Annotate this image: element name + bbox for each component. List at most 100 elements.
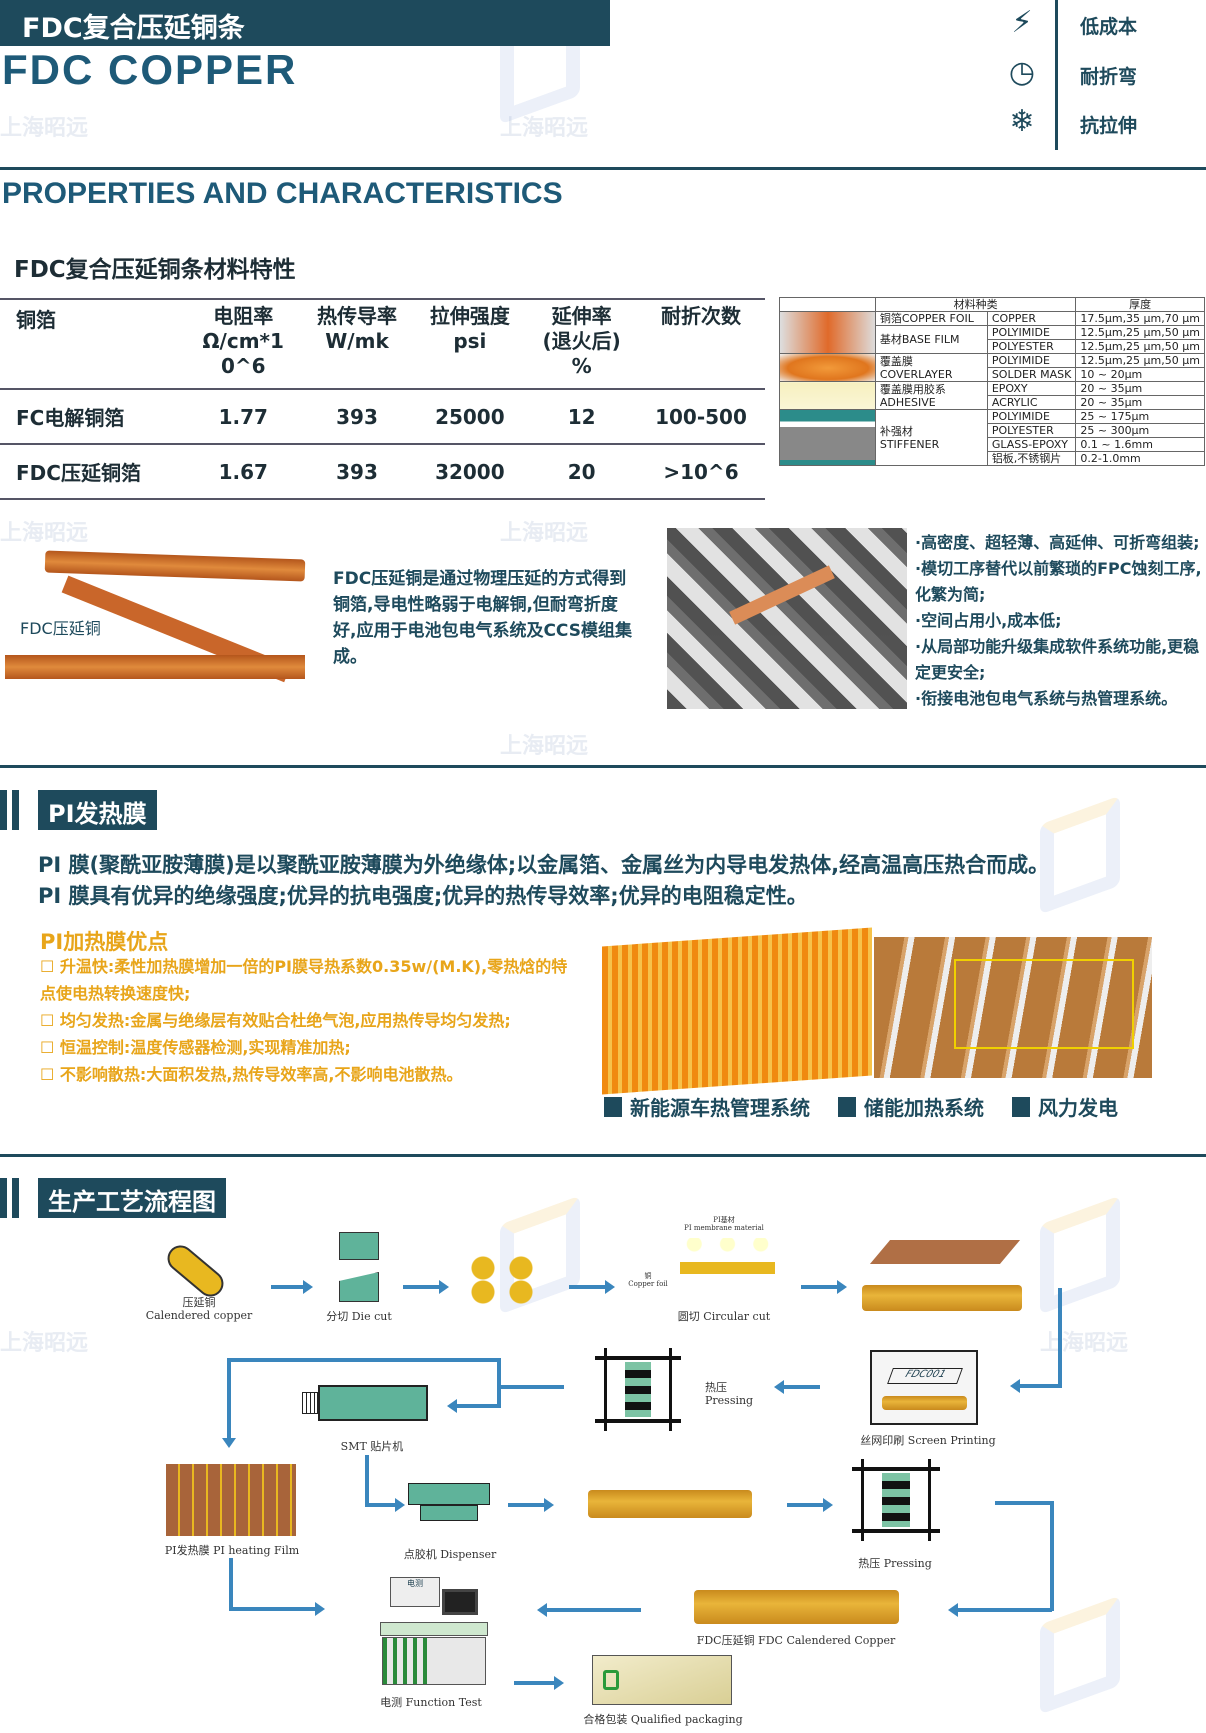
advantage-item: ☐ 均匀发热:金属与绝缘层有效贴合杜绝气泡,应用热传导均匀发热;: [40, 1011, 511, 1030]
clock-bend-icon: ◷: [1008, 55, 1036, 90]
thickness: 12.5μm,25 μm,50 μm: [1075, 353, 1205, 368]
copper-roll-icon: [162, 1240, 229, 1302]
step-label: 圆切 Circular cut: [677, 1310, 771, 1323]
material-name: 覆盖膜 COVERLAYER: [874, 353, 988, 382]
table-cell: 12: [567, 404, 596, 429]
feature-label: 抗拉伸: [1080, 115, 1138, 137]
thickness: 20 ~ 35μm: [1075, 395, 1205, 410]
arrow-right-icon: [514, 1676, 564, 1690]
section-title: PI发热膜: [38, 790, 157, 830]
coverlayer-roll-image: [779, 353, 876, 382]
table-cell: 393: [336, 459, 378, 484]
thickness: 17.5μm,35 μm,70 μm: [1075, 311, 1205, 326]
thickness: 0.2-1.0mm: [1075, 451, 1205, 466]
connector-line: [229, 1558, 233, 1610]
title-en: FDC COPPER: [2, 46, 298, 93]
pi-heating-film-icon: [166, 1464, 296, 1536]
divider: [0, 1154, 1206, 1157]
material-type: 铝板,不锈钢片: [986, 451, 1077, 466]
advantages-list: ☐ 升温快:柔性加热膜增加一倍的PI膜导热系数0.35w/(M.K),零热焓的特…: [40, 953, 580, 1088]
table-row: FDC压延铜箔 1.67 393 32000 20 >10^6: [0, 444, 765, 499]
pi-heating-film-image: [602, 927, 872, 1095]
step-label: 分切 Die cut: [326, 1310, 392, 1323]
material-type: POLYESTER: [986, 339, 1077, 354]
step-label: SMT 贴片机: [340, 1440, 404, 1453]
step-label: 点胶机 Dispenser: [403, 1548, 497, 1561]
material-type: POLYESTER: [986, 423, 1077, 438]
table-cell: >10^6: [663, 459, 739, 484]
fdc-flex-cable-image: [5, 550, 306, 685]
press-icon: [852, 1459, 940, 1541]
bullet-item: ·衔接电池包电气系统与热管理系统。: [915, 689, 1178, 708]
section-header: 生产工艺流程图: [0, 1178, 226, 1218]
arrow-left-icon: [537, 1603, 641, 1617]
section-title: 生产工艺流程图: [38, 1178, 226, 1218]
watermark-text: 上海昭远: [0, 1331, 89, 1356]
description-line: PI 膜具有优异的绝缘强度;优异的抗电强度;优异的热传导效率;优异的电阻稳定性。: [38, 884, 808, 908]
column-header: 厚度: [1075, 297, 1205, 312]
advantages-title: PI加热膜优点: [40, 930, 169, 954]
function-test-machine-icon: 电测: [380, 1577, 488, 1687]
thickness: 12.5μm,25 μm,50 μm: [1075, 325, 1205, 340]
description-line: PI 膜(聚酰亚胺薄膜)是以聚酰亚胺薄膜为外绝缘体;以金属箔、金属丝为内导电发热…: [38, 853, 1050, 877]
thickness: 20 ~ 35μm: [1075, 381, 1205, 396]
table-cell: 25000: [435, 404, 505, 429]
arrow-right-icon: [403, 1280, 449, 1294]
intro-bullets: ·高密度、超轻薄、高延伸、可折弯组装; ·模切工序替代以前繁琐的FPC蚀刻工序,…: [915, 530, 1205, 712]
column-header: 铜箔: [16, 308, 56, 332]
press-icon: [595, 1348, 681, 1431]
watermark-text: 上海昭远: [500, 116, 589, 141]
legend-item: 储能加热系统: [838, 1092, 984, 1121]
bullet-item: ·高密度、超轻薄、高延伸、可折弯组装;: [915, 533, 1200, 552]
table-cell: 1.67: [218, 459, 268, 484]
thickness: 10 ~ 20μm: [1075, 367, 1205, 382]
step-label: 热压 Pressing: [858, 1557, 932, 1570]
copper-sheet-icon: [869, 1240, 1021, 1264]
material-name: 基材BASE FILM: [874, 325, 988, 354]
divider: [0, 765, 1206, 768]
arrow-right-icon: [271, 1280, 313, 1294]
column-header: 材料种类: [874, 297, 1077, 312]
machine-label: 电测: [390, 1577, 440, 1607]
material-type: ACRYLIC: [986, 395, 1077, 410]
smt-machine-icon: [318, 1385, 428, 1421]
table-cell: FC电解铜箔: [16, 406, 125, 430]
table-header-row: 铜箔 电阻率 Ω/cm*1 0^6 热传导率 W/mk 拉伸强度 psi 延伸率…: [0, 299, 765, 389]
title-banner: FDC复合压延铜条: [0, 0, 610, 46]
watermark-text: 上海昭远: [0, 521, 89, 546]
thickness: 25 ~ 300μm: [1075, 423, 1205, 438]
arrow-right-icon: [508, 1498, 554, 1512]
step-label: 电测 Function Test: [380, 1696, 482, 1709]
circular-cut-icon: [680, 1238, 775, 1298]
connector-line: [499, 1385, 564, 1389]
watermark-text: 上海昭远: [0, 116, 89, 141]
arrow-left-icon: [948, 1603, 1052, 1617]
connector-line: [1058, 1288, 1062, 1388]
section-header: PI发热膜: [0, 790, 157, 830]
advantage-item: ☐ 不影响散热:大面积发热,热传导效率高,不影响电池散热。: [40, 1065, 463, 1084]
table-cell: 100-500: [655, 404, 747, 429]
stencil-label: FDC001: [887, 1368, 963, 1384]
table-cell: 20: [567, 459, 596, 484]
step-label: FDC压延铜 FDC Calendered Copper: [696, 1634, 896, 1647]
connector-line: [1050, 1501, 1054, 1611]
column-header: 耐折次数: [660, 304, 741, 328]
arrow-down-icon: [222, 1358, 236, 1448]
properties-table: 铜箔 电阻率 Ω/cm*1 0^6 热传导率 W/mk 拉伸强度 psi 延伸率…: [0, 298, 765, 500]
connector-line: [497, 1358, 501, 1388]
step-label: 压延铜 Calendered copper: [145, 1296, 253, 1322]
copper-cylinders-icon: [464, 1256, 540, 1304]
legend-item: 风力发电: [1012, 1092, 1118, 1121]
watermark-logo: [1040, 1195, 1120, 1315]
pi-description: PI 膜(聚酰亚胺薄膜)是以聚酰亚胺薄膜为外绝缘体;以金属箔、金属丝为内导电发热…: [38, 850, 1049, 912]
material-type: SOLDER MASK: [986, 367, 1077, 382]
flex-circuit-icon: [862, 1285, 1022, 1311]
connector-line: [227, 1358, 499, 1362]
material-type: GLASS-EPOXY: [986, 437, 1077, 452]
image-label: FDC压延铜: [20, 619, 101, 638]
section-subheading: FDC复合压延铜条材料特性: [14, 257, 296, 283]
column-header: 拉伸强度 psi: [429, 304, 510, 353]
step-label: PI发热膜 PI heating Film: [164, 1544, 300, 1557]
divider: [1055, 0, 1058, 150]
arrow-left-icon: [1010, 1379, 1062, 1393]
